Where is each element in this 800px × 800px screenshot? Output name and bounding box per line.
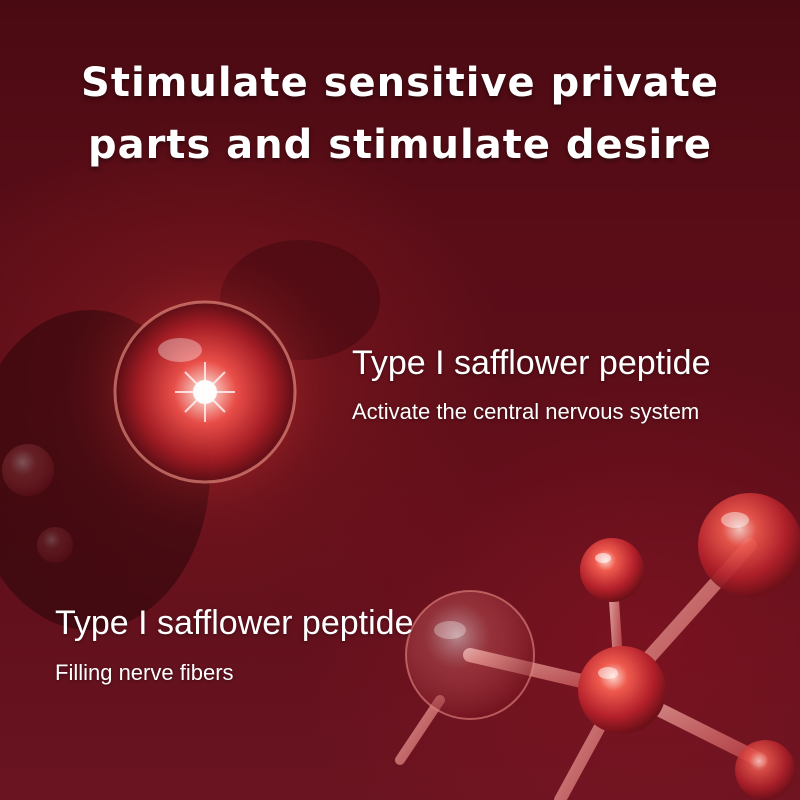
- feature-bottom-title: Type I safflower peptide: [55, 604, 414, 642]
- headline-line-2: parts and stimulate desire: [87, 122, 713, 168]
- feature-bottom-subtitle: Filling nerve fibers: [55, 660, 234, 685]
- feature-top-title: Type I safflower peptide: [352, 344, 711, 382]
- headline: Stimulate sensitive private parts and st…: [0, 52, 800, 176]
- headline-line-1: Stimulate sensitive private: [81, 60, 719, 106]
- feature-top-subtitle: Activate the central nervous system: [352, 399, 700, 424]
